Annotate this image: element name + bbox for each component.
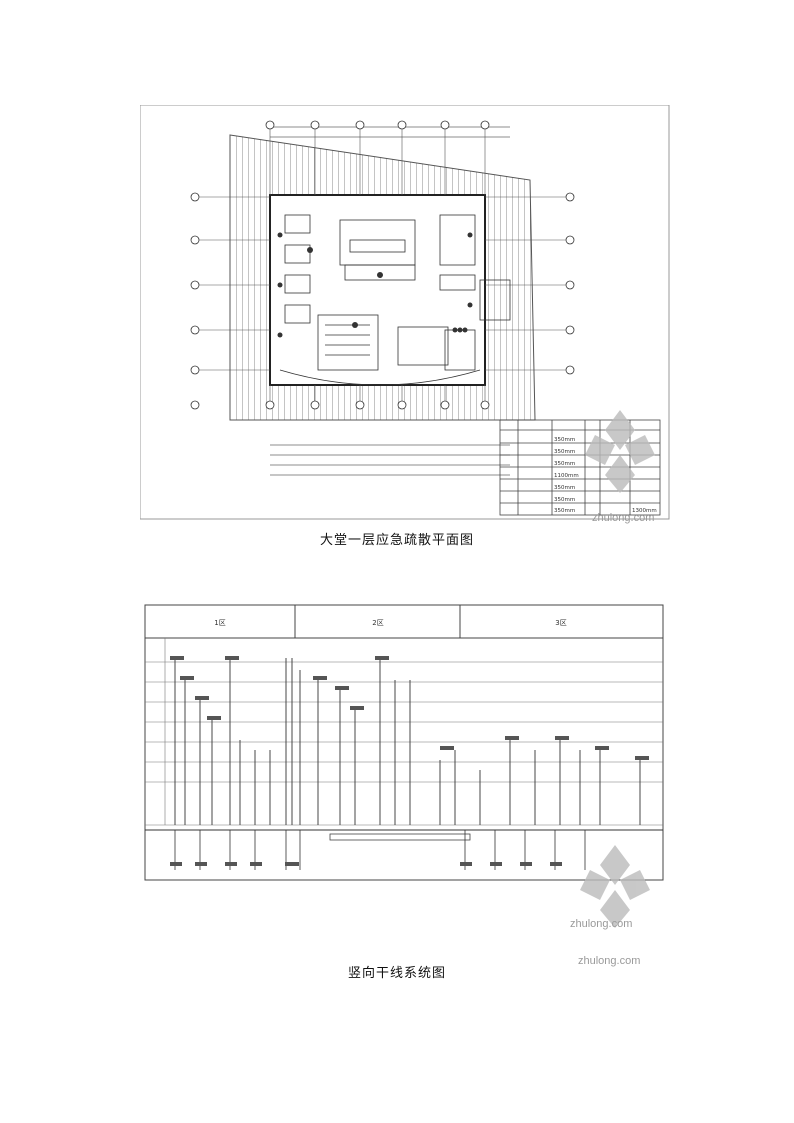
zone-header-2: 2区 [372, 619, 383, 627]
legend-spec-5: 350mm [554, 485, 575, 491]
floor-plan-figure: 350mm 350mm 350mm 1100mm 350mm 350mm 350… [140, 105, 670, 520]
zone-header-1: 1区 [214, 619, 225, 627]
legend-spec-2: 350mm [554, 449, 575, 455]
riser-diagram-drawing: 1区 2区 3区 [144, 604, 664, 881]
watermark-text-3: zhulong.com [578, 955, 641, 967]
figure-1-caption: 大堂一层应急疏散平面图 [319, 533, 474, 548]
watermark-text-1: zhulong.com [592, 512, 655, 524]
legend-spec-7: 350mm [554, 508, 575, 514]
legend-spec-3: 350mm [554, 461, 575, 467]
figure-2-caption: 竖向干线系统图 [347, 966, 446, 981]
riser-diagram-figure: 1区 2区 3区 [140, 600, 668, 885]
watermark-logo-icon-2 [575, 840, 655, 934]
legend-spec-4: 1100mm [554, 473, 579, 479]
floor-plan-drawing: 350mm 350mm 350mm 1100mm 350mm 350mm 350… [140, 105, 670, 520]
zone-header-3: 3区 [555, 619, 566, 627]
legend-spec-1: 350mm [554, 437, 575, 443]
legend-spec-6: 350mm [554, 497, 575, 503]
legend-spec-7b: 1300mm [632, 508, 657, 514]
watermark-logo-icon [580, 405, 660, 499]
watermark-text-2: zhulong.com [570, 918, 633, 930]
